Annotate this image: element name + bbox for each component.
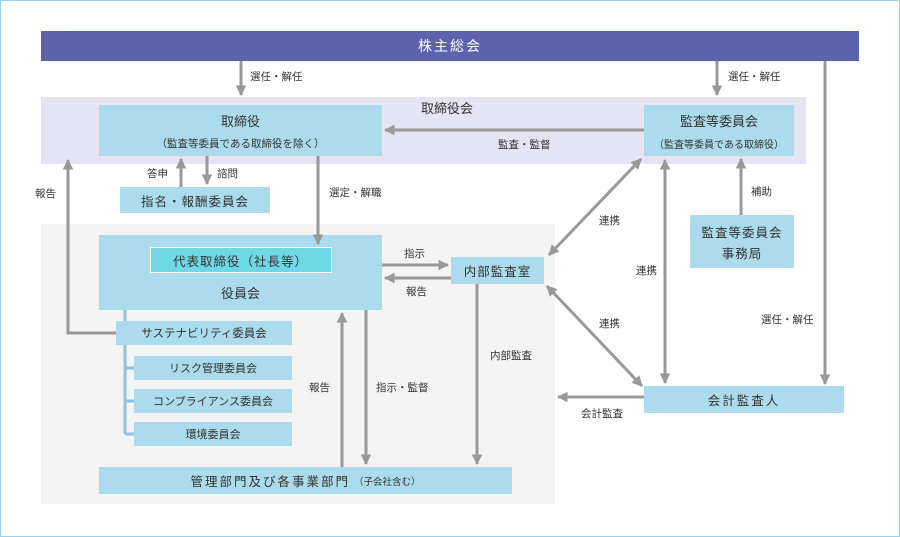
directors-subtitle: （監査等委員である取締役を除く） bbox=[156, 137, 325, 150]
nomination-compensation-committee-label: 指名・報酬委員会 bbox=[140, 193, 249, 209]
audit-committee-box: 監査等委員会 （監査等委員である取締役） bbox=[644, 105, 794, 156]
label-coop-top: 連携 bbox=[599, 215, 620, 227]
arrow-report-sustainability bbox=[62, 158, 116, 335]
label-coop-mid: 連携 bbox=[636, 265, 657, 277]
directors-title: 取締役 bbox=[220, 114, 260, 130]
compliance-committee-label: コンプライアンス委員会 bbox=[152, 395, 273, 408]
officers-meeting-box: 代表取締役（社長等） 役員会 bbox=[99, 235, 382, 310]
officers-meeting-label: 役員会 bbox=[220, 287, 260, 302]
compliance-committee-box: コンプライアンス委員会 bbox=[134, 389, 292, 413]
audit-committee-title: 監査等委員会 bbox=[679, 114, 758, 130]
shareholders-meeting-box: 株主総会 bbox=[41, 31, 859, 61]
label-report-answer: 答申 bbox=[147, 168, 168, 180]
ceo-box: 代表取締役（社長等） bbox=[149, 247, 332, 273]
committee-tree-lines bbox=[123, 310, 134, 436]
label-audit-supervise: 監査・監督 bbox=[498, 139, 551, 151]
sustainability-committee-box: サステナビリティ委員会 bbox=[116, 321, 292, 345]
label-internal-audit: 内部監査 bbox=[490, 350, 532, 362]
label-elect-dismiss-right: 選任・解任 bbox=[728, 71, 781, 83]
risk-management-committee-label: リスク管理委員会 bbox=[169, 362, 257, 375]
audit-committee-subtitle: （監査等委員である取締役） bbox=[654, 139, 784, 151]
label-report-left: 報告 bbox=[35, 188, 56, 200]
audit-committee-office-line1: 監査等委員会 bbox=[701, 224, 783, 240]
internal-audit-office-label: 内部監査室 bbox=[463, 264, 532, 279]
label-elect-dismiss-auditor: 選任・解任 bbox=[761, 314, 814, 326]
internal-audit-office-box: 内部監査室 bbox=[451, 257, 544, 284]
departments-sublabel: （子会社含む） bbox=[354, 476, 421, 488]
accounting-auditor-label: 会計監査人 bbox=[707, 393, 781, 408]
label-accounting-audit: 会計監査 bbox=[581, 408, 623, 420]
label-instruct: 指示 bbox=[404, 248, 425, 260]
departments-box: 管理部門及び各事業部門 （子会社含む） bbox=[99, 467, 512, 494]
label-coop-bottom: 連携 bbox=[599, 318, 620, 330]
environment-committee-label: 環境委員会 bbox=[185, 428, 241, 441]
label-assist: 補助 bbox=[751, 186, 772, 198]
ceo-label: 代表取締役（社長等） bbox=[172, 253, 308, 269]
label-instruct-supervise: 指示・監督 bbox=[376, 382, 429, 394]
label-select-dismiss: 選定・解職 bbox=[329, 187, 382, 199]
audit-committee-office-box: 監査等委員会 事務局 bbox=[690, 215, 794, 268]
label-consult: 諮問 bbox=[217, 168, 238, 180]
label-elect-dismiss-left: 選任・解任 bbox=[250, 71, 303, 83]
audit-committee-office-line2: 事務局 bbox=[721, 245, 763, 261]
accounting-auditor-box: 会計監査人 bbox=[644, 386, 844, 413]
sustainability-committee-label: サステナビリティ委員会 bbox=[141, 326, 267, 340]
label-report-departments: 報告 bbox=[309, 382, 330, 394]
risk-management-committee-box: リスク管理委員会 bbox=[134, 356, 292, 380]
nomination-compensation-committee-box: 指名・報酬委員会 bbox=[120, 187, 270, 213]
shareholders-meeting-label: 株主総会 bbox=[418, 39, 482, 55]
departments-label: 管理部門及び各事業部門 bbox=[190, 474, 350, 489]
directors-box: 取締役 （監査等委員である取締役を除く） bbox=[99, 105, 382, 156]
environment-committee-box: 環境委員会 bbox=[134, 422, 292, 446]
arrow-coop-internal-accounting bbox=[545, 284, 644, 388]
arrow-coop-audit-internal bbox=[547, 157, 643, 257]
board-of-directors-label: 取締役会 bbox=[421, 102, 474, 117]
label-report-internal-audit: 報告 bbox=[406, 286, 427, 298]
